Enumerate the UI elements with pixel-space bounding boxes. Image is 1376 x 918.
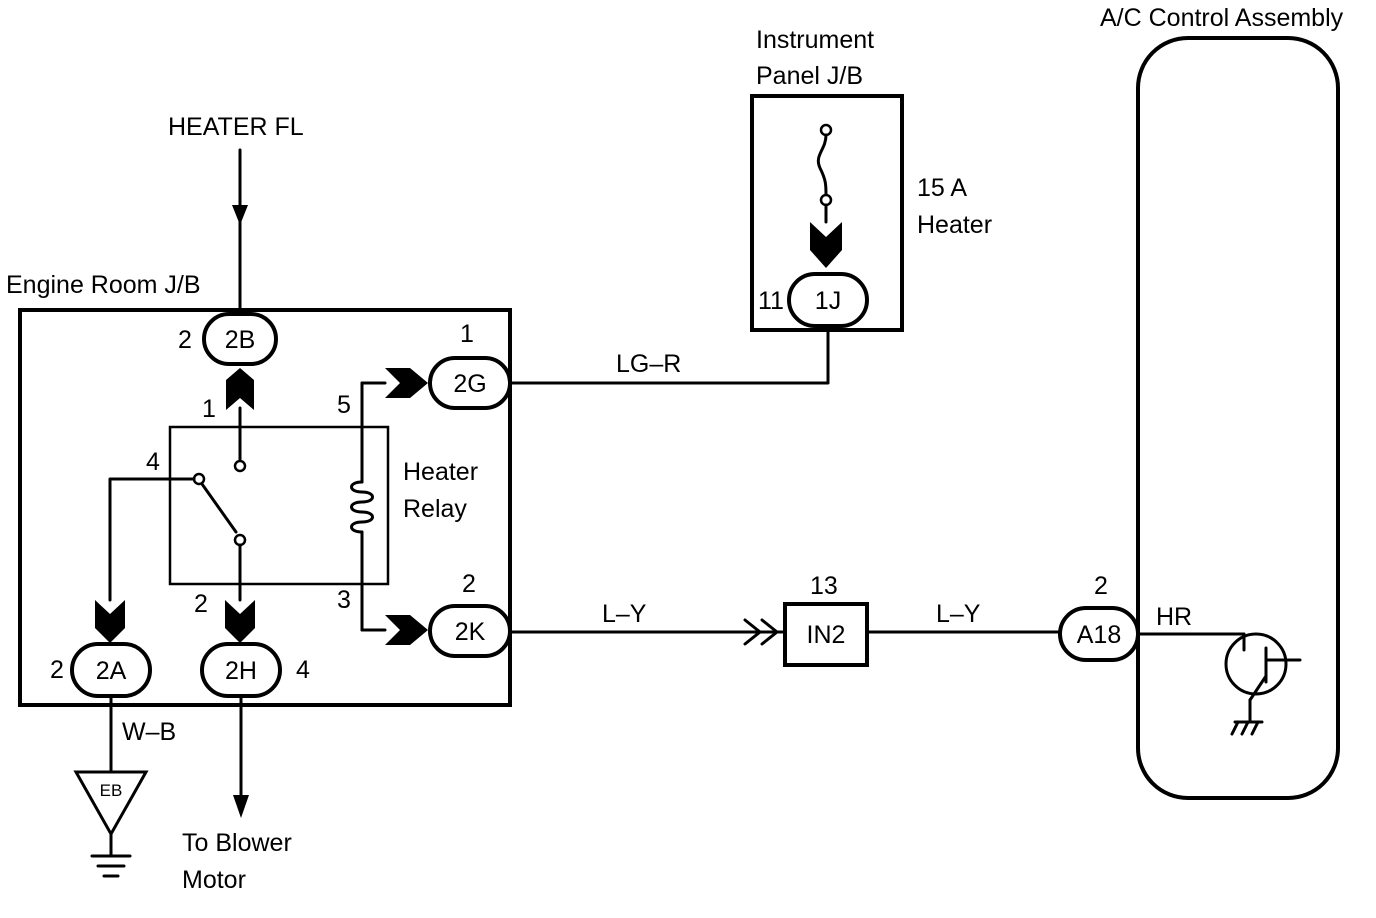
connector-1J: 1J bbox=[787, 272, 869, 328]
ac-control-assembly-box bbox=[1136, 36, 1340, 800]
pin-2A: 2 bbox=[50, 656, 64, 684]
svg-text:2G: 2G bbox=[453, 370, 486, 398]
pin-A18: 2 bbox=[1094, 572, 1108, 600]
instrument-panel-label-2: Panel J/B bbox=[756, 62, 863, 90]
svg-text:2K: 2K bbox=[455, 618, 486, 646]
engine-room-jb-box bbox=[18, 308, 512, 707]
relay-pin-4: 4 bbox=[146, 448, 160, 476]
ground-eb-triangle-icon bbox=[73, 770, 149, 838]
heater-fl-arrow-icon bbox=[232, 205, 248, 225]
connector-2H: 2H bbox=[200, 642, 282, 698]
ground-eb-label: EB bbox=[100, 781, 123, 800]
heater-relay-box bbox=[168, 425, 390, 586]
wire-lg-r bbox=[508, 324, 830, 385]
pin-2H: 4 bbox=[296, 656, 310, 684]
fuse-rating-label: 15 A bbox=[917, 174, 967, 202]
pin-2K: 2 bbox=[462, 570, 476, 598]
svg-text:2H: 2H bbox=[225, 657, 257, 685]
svg-text:A18: A18 bbox=[1077, 621, 1121, 649]
to-blower-label-2: Motor bbox=[182, 866, 246, 894]
instrument-panel-label-1: Instrument bbox=[756, 26, 874, 54]
transistor-ground-hatch3 bbox=[1250, 720, 1260, 736]
pin-1J: 11 bbox=[758, 287, 784, 315]
relay-pin-5: 5 bbox=[337, 391, 351, 419]
transistor-emitter bbox=[1248, 674, 1268, 702]
relay-pin5-chevron-icon bbox=[385, 368, 428, 398]
svg-text:2A: 2A bbox=[96, 657, 127, 685]
relay-contact-top-icon bbox=[233, 459, 247, 473]
to-blower-arrow-icon bbox=[233, 795, 249, 818]
relay-pin-2: 2 bbox=[194, 590, 208, 618]
wire-label-w-b: W–B bbox=[122, 718, 176, 746]
connector-A18: A18 bbox=[1058, 606, 1140, 662]
relay-switch-arm bbox=[200, 482, 238, 534]
relay-coil-icon bbox=[350, 480, 374, 534]
fuse-chevron-icon bbox=[810, 222, 842, 268]
to-blower-label-1: To Blower bbox=[182, 829, 292, 857]
hr-label: HR bbox=[1156, 603, 1192, 631]
fuse-icon bbox=[816, 133, 828, 197]
relay-pin4-chevron-icon bbox=[95, 600, 125, 643]
connector-IN2: IN2 bbox=[783, 602, 869, 667]
svg-text:1J: 1J bbox=[815, 287, 841, 315]
relay-pin-3: 3 bbox=[337, 586, 351, 614]
transistor-icon bbox=[1224, 632, 1288, 696]
heater-relay-label-2: Relay bbox=[403, 495, 467, 523]
wire-label-lg-r: LG–R bbox=[616, 350, 681, 378]
pin-IN2: 13 bbox=[810, 572, 838, 600]
connector-2B: 2B bbox=[202, 312, 278, 366]
relay-pin-1: 1 bbox=[202, 395, 216, 423]
svg-text:IN2: IN2 bbox=[807, 621, 846, 649]
svg-text:2B: 2B bbox=[225, 326, 256, 354]
relay-pin2-chevron-icon bbox=[225, 600, 255, 643]
relay-pin3-chevron-icon bbox=[385, 615, 428, 645]
ac-control-label: A/C Control Assembly bbox=[1100, 4, 1344, 32]
relay-pin1-chevron-icon bbox=[226, 368, 254, 410]
pin-2G: 1 bbox=[460, 320, 474, 348]
pin-2B: 2 bbox=[178, 326, 192, 354]
connector-2G: 2G bbox=[428, 356, 512, 410]
wire-label-l-y-1: L–Y bbox=[602, 600, 647, 628]
transistor-ground-hatch1 bbox=[1230, 720, 1240, 736]
heater-relay-label-1: Heater bbox=[403, 458, 478, 486]
relay-pin4-wire bbox=[108, 477, 196, 602]
wire-label-l-y-2: L–Y bbox=[936, 600, 981, 628]
fuse-name-label: Heater bbox=[917, 211, 992, 239]
transistor-ground-hatch2 bbox=[1240, 720, 1250, 736]
engine-room-jb-label: Engine Room J/B bbox=[6, 271, 201, 299]
connector-2A: 2A bbox=[70, 642, 152, 698]
connector-2K: 2K bbox=[428, 604, 512, 658]
heater-fl-label: HEATER FL bbox=[168, 113, 304, 141]
